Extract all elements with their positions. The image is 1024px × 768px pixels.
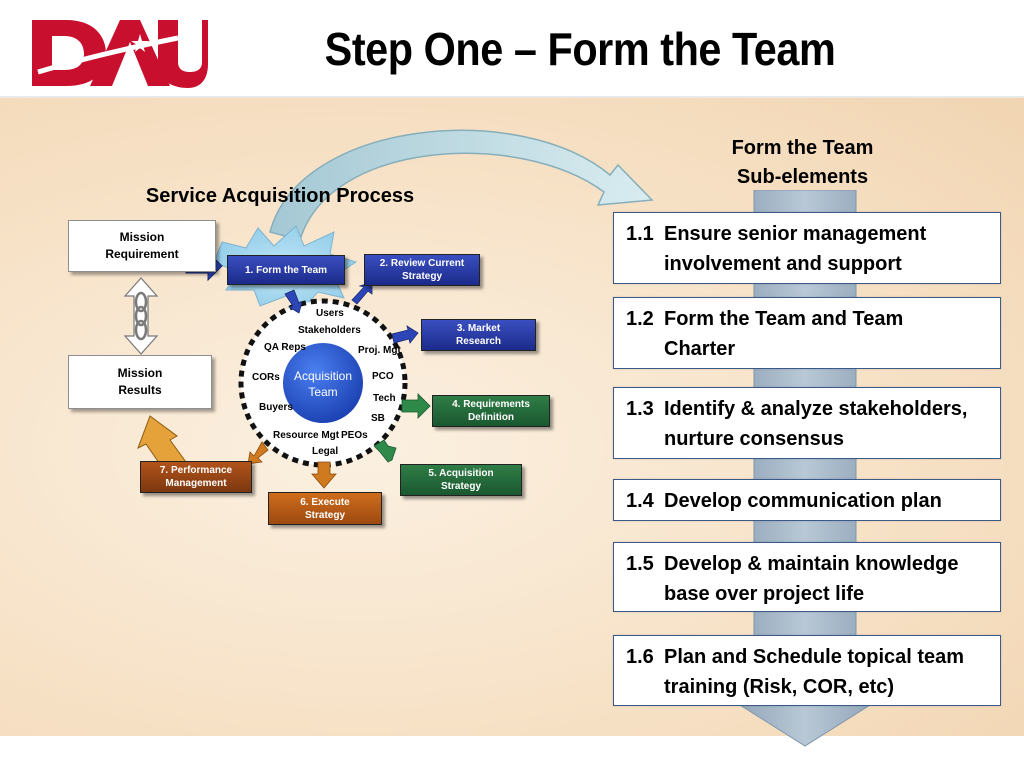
mission-results-line1: Mission: [117, 366, 163, 380]
member-legal: Legal: [312, 446, 339, 457]
member-resource-mgt: Resource Mgt: [273, 430, 340, 441]
slide-title: Step One – Form the Team: [324, 23, 836, 75]
step-3-line1: 3. Market: [456, 323, 501, 334]
step-6-line2: Strategy: [304, 509, 345, 521]
member-pco: PCO: [372, 371, 394, 382]
subelement-1-1-line1: Ensure senior management: [664, 223, 927, 245]
subelement-1-1-number: 1.1: [626, 223, 654, 245]
member-proj-mgt: Proj. Mgt: [358, 345, 401, 356]
member-users: Users: [316, 308, 344, 319]
subelement-1-5-number: 1.5: [626, 553, 654, 575]
arrow-icon: [401, 393, 431, 419]
subelements-heading-line1: Form the Team: [731, 137, 874, 159]
subelement-1-2-line1: Form the Team and Team: [664, 308, 904, 330]
step-1-box: 1. Form the Team: [227, 255, 345, 285]
acquisition-team-line2: Team: [308, 385, 338, 399]
star-icon: [131, 34, 149, 52]
subelement-1-5-line1: Develop & maintain knowledge: [664, 553, 959, 575]
subelement-1-3-line2: nurture consensus: [664, 428, 845, 450]
subelement-1-4: 1.4 Develop communication plan: [613, 479, 1001, 521]
subelement-1-6-line2: training (Risk, COR, etc): [664, 676, 895, 698]
subelement-1-2: 1.2 Form the Team and Team Charter: [613, 297, 1001, 369]
team-circle: [238, 298, 408, 468]
chain-double-arrow-icon: [123, 277, 159, 355]
step-3-line2: Research: [455, 336, 502, 347]
mission-results-box: Mission Results: [68, 355, 212, 409]
step-5-line1: 5. Acquisition: [428, 468, 494, 479]
subelements-heading: Form the Team Sub-elements: [690, 134, 915, 192]
member-tech: Tech: [373, 393, 396, 404]
member-sb: SB: [371, 413, 385, 424]
mission-requirement-line2: Requirement: [105, 247, 179, 261]
subelement-1-2-number: 1.2: [626, 308, 654, 330]
subelement-1-2-line2: Charter: [664, 338, 736, 360]
subelement-1-3-number: 1.3: [626, 398, 654, 420]
member-cors: CORs: [252, 372, 280, 383]
subelement-1-4-number: 1.4: [626, 490, 654, 512]
subelement-1-1: 1.1 Ensure senior management involvement …: [613, 212, 1001, 284]
step-5-line2: Strategy: [440, 481, 481, 492]
mission-requirement-line1: Mission: [119, 230, 165, 244]
subelement-1-1-line2: involvement and support: [664, 253, 902, 275]
member-stakeholders: Stakeholders: [298, 325, 361, 336]
acquisition-team-line1: Acquisition: [293, 369, 353, 383]
subelement-1-5: 1.5 Develop & maintain knowledge base ove…: [613, 542, 1001, 612]
subelement-1-6-line1: Plan and Schedule topical team: [664, 646, 965, 668]
step-2-line1: 2. Review Current: [379, 258, 465, 269]
subelement-1-6-number: 1.6: [626, 646, 654, 668]
acquisition-team-label: Acquisition Team: [286, 368, 360, 400]
subelements-heading-line2: Sub-elements: [736, 166, 869, 188]
member-buyers: Buyers: [259, 402, 293, 413]
dau-logo: [32, 20, 208, 88]
step-7-line2: Management: [165, 478, 227, 489]
arrow-icon: [247, 441, 269, 465]
subelement-1-5-line2: base over project life: [664, 583, 865, 605]
step-4-line1: 4. Requirements: [452, 399, 530, 410]
process-title: Service Acquisition Process: [145, 185, 415, 207]
step-1-label: 1. Form the Team: [244, 264, 328, 276]
member-peos: PEOs: [341, 430, 368, 441]
subelement-1-6: 1.6 Plan and Schedule topical team traini…: [613, 635, 1001, 706]
mission-results-line2: Results: [118, 383, 162, 397]
subelement-1-3-line1: Identify & analyze stakeholders,: [664, 398, 968, 420]
step-4-line2: Definition: [467, 412, 515, 423]
arrow-icon: [373, 439, 397, 463]
subelement-1-3: 1.3 Identify & analyze stakeholders, nurt…: [613, 387, 1001, 459]
arrow-icon: [351, 281, 373, 305]
subelement-1-4-line1: Develop communication plan: [664, 490, 942, 512]
mission-requirement-box: Mission Requirement: [68, 220, 216, 272]
arrow-icon: [311, 461, 337, 489]
step-6-line1: 6. Execute: [300, 496, 350, 508]
divider: [0, 96, 1024, 98]
member-qa-reps: QA Reps: [264, 342, 306, 353]
arrow-icon: [391, 325, 419, 344]
curved-arrow-icon: [269, 129, 654, 241]
arrow-icon: [284, 289, 303, 314]
step-7-line1: 7. Performance: [159, 465, 233, 476]
step-2-line2: Strategy: [401, 271, 442, 282]
